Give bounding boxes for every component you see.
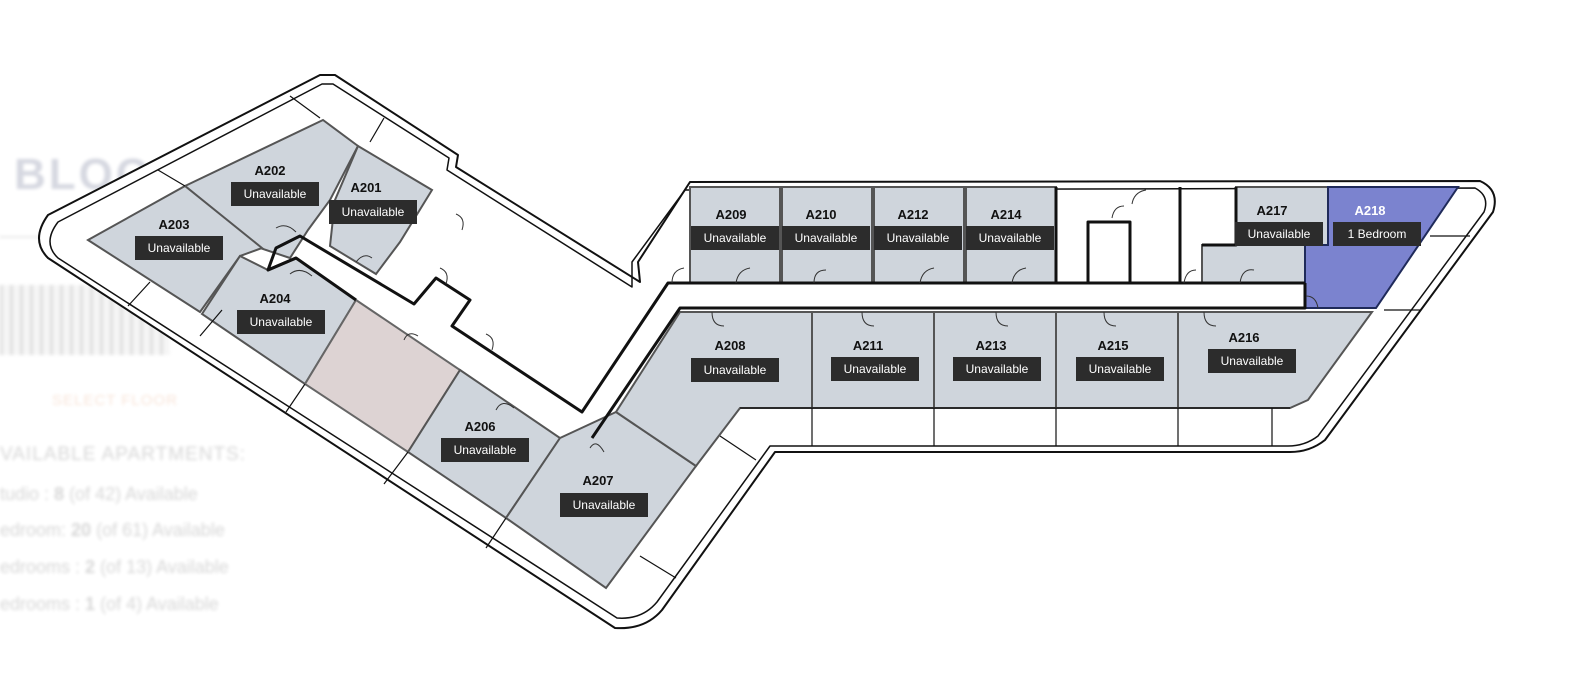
status-text: Unavailable — [454, 443, 517, 457]
door-swings — [275, 189, 1319, 453]
status-text: Unavailable — [1221, 354, 1284, 368]
status-text: Unavailable — [1089, 362, 1152, 376]
status-badge — [231, 182, 319, 206]
balcony-dividers — [127, 95, 1470, 579]
unit-name: A208 — [714, 338, 745, 353]
status-badge — [237, 310, 325, 334]
status-badge — [874, 226, 962, 250]
status-text: 1 Bedroom — [1348, 227, 1407, 241]
status-badge — [1235, 222, 1323, 246]
unit-name: A207 — [582, 473, 613, 488]
status-badge — [560, 493, 648, 517]
unit-label-a214[interactable]: A214 Unavailable — [966, 207, 1054, 250]
unit-name: A213 — [975, 338, 1006, 353]
unit-name: A217 — [1256, 203, 1287, 218]
unit-name: A212 — [897, 207, 928, 222]
unit-label-a218[interactable]: A218 1 Bedroom — [1333, 203, 1421, 246]
status-badge — [691, 358, 779, 382]
unit-name: A216 — [1228, 330, 1259, 345]
status-text: Unavailable — [148, 241, 211, 255]
unit-label-a213[interactable]: A213 Unavailable — [953, 338, 1041, 381]
unit-label-a206[interactable]: A206 Unavailable — [441, 419, 529, 462]
status-badge — [135, 236, 223, 260]
unit-label-a203[interactable]: A203 Unavailable — [135, 217, 223, 260]
status-text: Unavailable — [704, 231, 767, 245]
unit-name: A209 — [715, 207, 746, 222]
unit-name: A201 — [350, 180, 381, 195]
corridor-walls — [266, 187, 1307, 439]
unit-label-a204[interactable]: A204 Unavailable — [237, 291, 325, 334]
status-badge — [966, 226, 1054, 250]
unit-name: A203 — [158, 217, 189, 232]
status-text: Unavailable — [844, 362, 907, 376]
status-text: Unavailable — [966, 362, 1029, 376]
unit-name: A204 — [259, 291, 291, 306]
status-text: Unavailable — [244, 187, 307, 201]
status-badge — [691, 226, 779, 250]
unit-label-a217[interactable]: A217 Unavailable — [1235, 203, 1323, 246]
status-badge — [329, 200, 417, 224]
availability-stat: edroom: 20 (of 61) Available — [0, 520, 225, 540]
status-badge — [782, 226, 870, 250]
unit-name: A214 — [990, 207, 1022, 222]
status-text: Unavailable — [1248, 227, 1311, 241]
availability-stat: edrooms : 1 (of 4) Available — [0, 594, 219, 614]
status-badge — [831, 357, 919, 381]
availability-stat: edrooms : 2 (of 13) Available — [0, 557, 229, 577]
unit-name: A206 — [464, 419, 495, 434]
unit-label-a210[interactable]: A210 Unavailable — [782, 207, 870, 250]
status-badge — [953, 357, 1041, 381]
unit-name: A202 — [254, 163, 285, 178]
status-text: Unavailable — [795, 231, 858, 245]
unit-label-a202[interactable]: A202 Unavailable — [231, 163, 319, 206]
status-badge — [441, 438, 529, 462]
status-badge — [1333, 222, 1421, 246]
unit-label-a212[interactable]: A212 Unavailable — [874, 207, 962, 250]
unit-label-a207[interactable]: A207 Unavailable — [560, 473, 648, 517]
status-text: Unavailable — [887, 231, 950, 245]
unit-name: A211 — [853, 338, 883, 353]
status-badge — [1076, 357, 1164, 381]
availability-stat: tudio : 8 (of 42) Available — [0, 484, 198, 504]
status-text: Unavailable — [342, 205, 405, 219]
status-text: Unavailable — [250, 315, 313, 329]
available-apartments-heading: VAILABLE APARTMENTS: — [0, 444, 246, 465]
unit-label-a201[interactable]: A201 Unavailable — [329, 180, 417, 224]
unit-label-a216[interactable]: A216 Unavailable — [1208, 330, 1296, 373]
status-badge — [1208, 349, 1296, 373]
status-text: Unavailable — [979, 231, 1042, 245]
unit-label-a215[interactable]: A215 Unavailable — [1076, 338, 1164, 381]
unit-name: A215 — [1097, 338, 1128, 353]
status-text: Unavailable — [573, 498, 636, 512]
unit-label-a209[interactable]: A209 Unavailable — [691, 207, 779, 250]
status-text: Unavailable — [704, 363, 767, 377]
unit-name: A210 — [805, 207, 836, 222]
unit-name: A218 — [1354, 203, 1385, 218]
unit-label-a211[interactable]: A211 Unavailable — [831, 338, 919, 381]
unit-label-a208[interactable]: A208 Unavailable — [691, 338, 779, 382]
select-floor-label[interactable]: SELECT FLOOR — [52, 392, 178, 409]
